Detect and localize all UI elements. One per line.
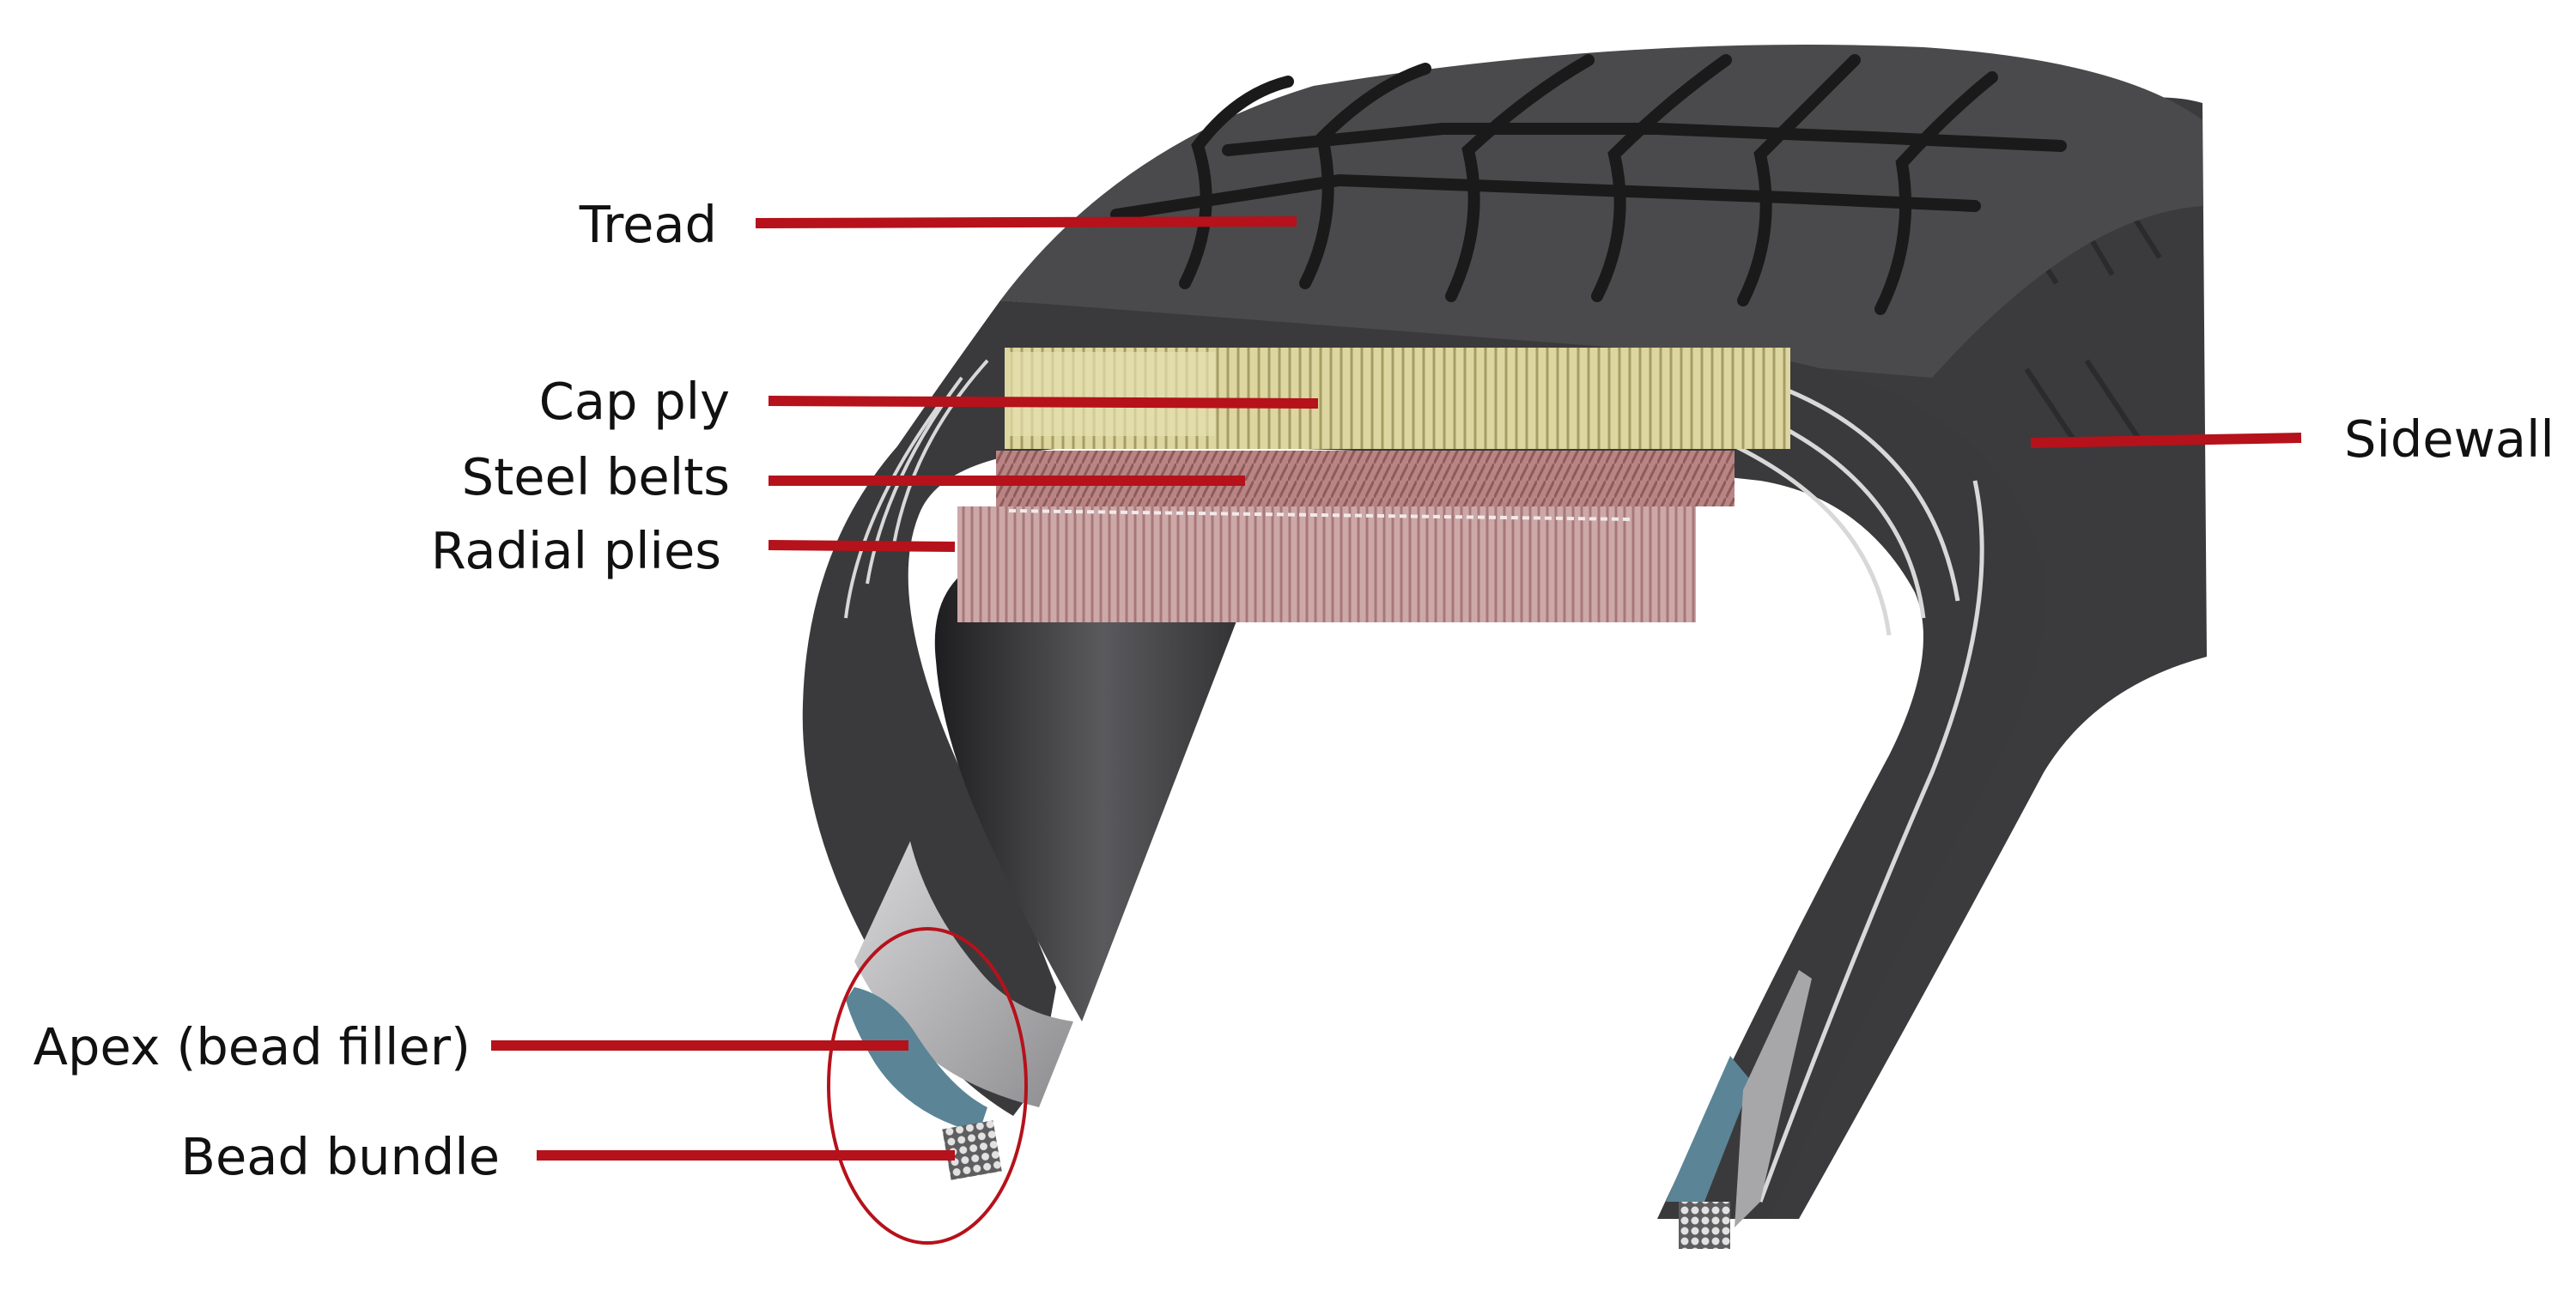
left-apex (846, 987, 987, 1133)
inner-cavity (934, 527, 1271, 1021)
left-bead-bundle (942, 1120, 1002, 1180)
leader-line-cap-ply (768, 396, 1319, 409)
bead-highlight-ellipse (827, 927, 1028, 1245)
tread-grooves (1110, 54, 2067, 315)
leader-line-tread (755, 216, 1297, 228)
belt-edge-line (1008, 509, 1632, 521)
label-radial-plies: Radial plies (430, 521, 721, 580)
label-apex: Apex (bead filler) (33, 1017, 471, 1076)
label-tread: Tread (579, 195, 717, 254)
right-bead-bundle (1679, 1202, 1730, 1249)
sidewall-body (1752, 97, 2207, 1219)
leader-line-radial-plies (768, 540, 956, 552)
tread-surface (1000, 45, 2202, 378)
label-sidewall: Sidewall (2344, 409, 2555, 469)
radial-ply-layer (957, 506, 1696, 622)
cap-ply-step-left (1009, 352, 1215, 436)
left-inner-liner (854, 841, 1073, 1107)
leader-lines (491, 216, 2302, 1161)
right-apex (1666, 1056, 1752, 1202)
label-bead-bundle: Bead bundle (180, 1127, 500, 1186)
label-cap-ply: Cap ply (538, 372, 730, 431)
right-bead-liner (1735, 970, 1812, 1227)
label-steel-belts: Steel belts (461, 447, 730, 506)
leader-line-sidewall (2030, 433, 2302, 448)
